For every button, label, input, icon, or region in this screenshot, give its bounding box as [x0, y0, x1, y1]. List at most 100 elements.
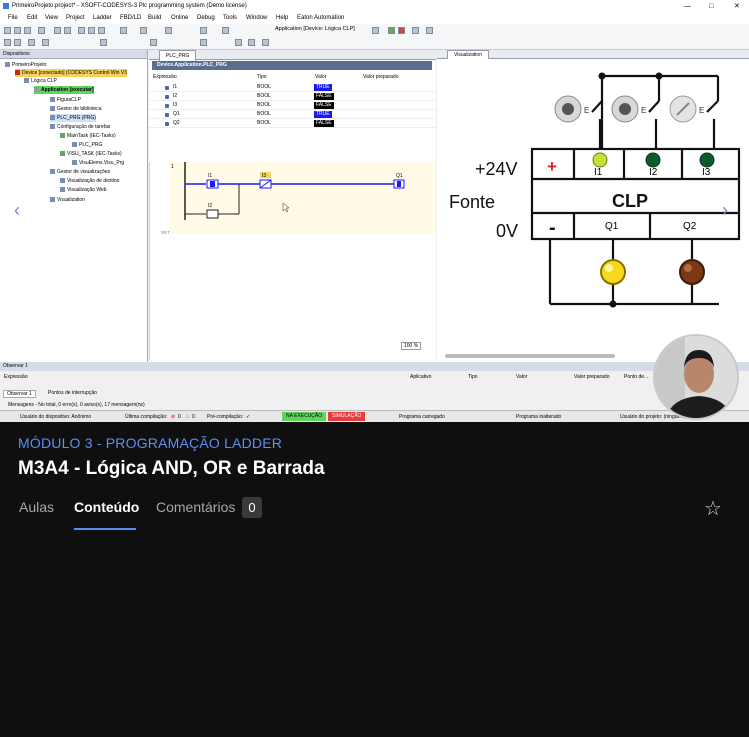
menu-file[interactable]: File — [8, 15, 18, 21]
ladder-coil-icon[interactable] — [14, 39, 21, 46]
switch-i1-knob — [562, 103, 574, 115]
reset-icon[interactable] — [412, 27, 419, 34]
tab-conteudo[interactable]: Conteúdo — [74, 499, 140, 515]
menu-fbd-ld[interactable]: FBD/LD — [120, 15, 142, 21]
next-arrow-icon[interactable]: › — [722, 200, 728, 220]
breakpoint-icon[interactable] — [235, 39, 242, 46]
ladder-negate-icon[interactable] — [100, 39, 107, 46]
menu-window[interactable]: Window — [246, 15, 268, 21]
menu-build[interactable]: Build — [148, 15, 162, 21]
online-icon[interactable] — [200, 27, 207, 34]
tree-item-visu-task[interactable]: VISU_TASK (IEC-Tasks) — [60, 150, 122, 158]
ladder-contact-icon[interactable] — [4, 39, 11, 46]
tree-item-project[interactable]: PrimeiroProjeto — [5, 61, 46, 69]
save-icon[interactable] — [24, 27, 31, 34]
menu-debug[interactable]: Debug — [197, 15, 215, 21]
undo-icon[interactable] — [54, 27, 61, 34]
build-icon[interactable] — [165, 27, 172, 34]
tree-item-visu-manager[interactable]: Gestor de visualizações — [50, 168, 110, 176]
tree-item-plc-prg[interactable]: PLC_PRG (PRG) — [50, 114, 96, 122]
devices-panel-header: Dispositivos — [0, 50, 147, 59]
error-count: 0 — [178, 414, 181, 420]
favorite-star-icon[interactable]: ☆ — [704, 498, 722, 520]
menu-help[interactable]: Help — [276, 15, 289, 21]
menu-tools[interactable]: Tools — [223, 15, 238, 21]
plc-box — [530, 147, 741, 241]
label-input-2: I2 — [649, 167, 658, 178]
tab-plc-prg[interactable]: PLC_PRG — [159, 50, 197, 61]
tree-item-task-config[interactable]: Configuração de tarefas — [50, 123, 110, 131]
tab-observar-1[interactable]: Observar 1 — [3, 390, 36, 398]
ladder-editor[interactable]: 1 I1 I3 Q1 I2 RET — [148, 162, 436, 360]
device-combo[interactable]: Application [Device: Lógica CLP] — [275, 26, 355, 32]
tab-aulas[interactable]: Aulas — [19, 499, 55, 515]
zoom-level[interactable]: 100 % — [401, 342, 422, 350]
run-icon[interactable] — [388, 27, 395, 34]
watch-icon[interactable] — [248, 39, 255, 46]
tree-item-application[interactable]: Application [executar] — [34, 86, 94, 94]
watch-type: BOOL — [257, 111, 271, 117]
tab-comentarios[interactable]: Comentários — [156, 499, 236, 515]
ladder-branch-icon[interactable] — [28, 39, 35, 46]
tree-item-library[interactable]: Gestor de biblioteca — [50, 105, 101, 113]
redo-icon[interactable] — [64, 27, 71, 34]
course-info-panel — [0, 422, 749, 737]
switch-i1-mark: E — [584, 106, 589, 115]
node-bottom — [609, 300, 617, 308]
new-icon[interactable] — [4, 27, 11, 34]
tree-item-maintask-plc-prg[interactable]: PLC_PRG — [72, 141, 102, 149]
cut-icon[interactable] — [78, 27, 85, 34]
stop-icon[interactable] — [398, 27, 405, 34]
tree-item-target-visu[interactable]: Visualização de destino — [60, 177, 119, 185]
tree-item-maintask[interactable]: MainTask (IEC-Tasks) — [60, 132, 116, 140]
ladder-box-icon[interactable] — [42, 39, 49, 46]
menu-project[interactable]: Project — [66, 15, 85, 21]
node-top-1 — [598, 72, 606, 80]
observar-col-ponto: Ponto de... — [624, 374, 649, 380]
visualization-scrollbar[interactable] — [445, 354, 615, 358]
open-icon[interactable] — [14, 27, 21, 34]
pou-icon — [50, 97, 55, 102]
tree-item-web-visu[interactable]: Visualização Web — [60, 186, 107, 194]
menu-online[interactable]: Online — [171, 15, 189, 21]
bookmark-icon[interactable] — [140, 27, 147, 34]
messages-summary[interactable]: Mensagens - No total, 0 erro(s), 0 aviso… — [8, 402, 145, 408]
instructor-avatar — [655, 336, 737, 418]
menu-edit[interactable]: Edit — [27, 15, 38, 21]
tree-item-device[interactable]: Device [conectado] (CODESYS Control Win … — [15, 69, 128, 77]
tree-item-visualization[interactable]: Visualization — [50, 196, 85, 204]
print-icon[interactable] — [38, 27, 45, 34]
tab-visualization[interactable]: Visualization — [447, 50, 489, 59]
observar-col-valor-preparado: Valor preparado — [574, 374, 610, 380]
step-icon[interactable] — [426, 27, 433, 34]
observar-col-expressao: Expressão — [4, 374, 28, 380]
col-expressao: Expressão — [153, 74, 177, 80]
watch-expr: I1 — [173, 84, 178, 90]
find-icon[interactable] — [120, 27, 127, 34]
menu-eaton[interactable]: Eaton Automation — [297, 15, 345, 21]
ladder-reset-icon[interactable] — [200, 39, 207, 46]
minimize-button[interactable]: — — [684, 3, 691, 10]
offline-icon[interactable] — [222, 27, 229, 34]
tab-breakpoints[interactable]: Pontos de interrupção — [48, 390, 97, 396]
ladder-set-icon[interactable] — [150, 39, 157, 46]
login-icon[interactable] — [372, 27, 379, 34]
prev-arrow-icon[interactable]: ‹ — [14, 200, 20, 220]
maximize-button[interactable]: □ — [709, 3, 714, 10]
tree-item-figuraclp[interactable]: FiguraCLP — [50, 96, 81, 104]
copy-icon[interactable] — [88, 27, 95, 34]
menu-ladder[interactable]: Ladder — [93, 15, 112, 21]
menu-view[interactable]: View — [45, 15, 58, 21]
tree-item-logica-clp[interactable]: Lógica CLP — [24, 77, 57, 85]
close-button[interactable]: ✕ — [734, 3, 740, 10]
force-icon[interactable] — [262, 39, 269, 46]
lesson-video-frame[interactable]: PrimeiroProjeto.project* - XSOFT-CODESYS… — [0, 0, 749, 422]
tree-item-visuelems[interactable]: VisuElems.Visu_Prg — [72, 159, 124, 167]
minus-sign: - — [549, 217, 556, 239]
paste-icon[interactable] — [98, 27, 105, 34]
